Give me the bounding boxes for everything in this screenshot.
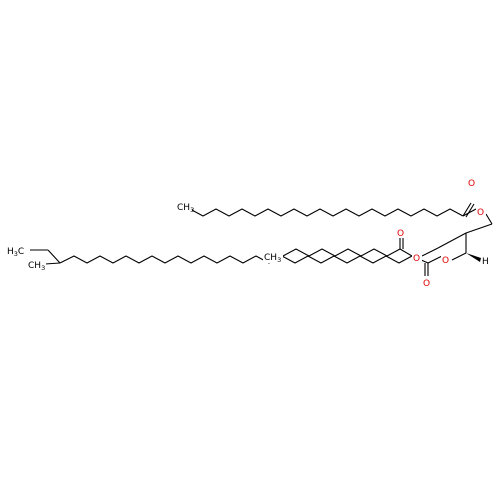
ester-oxygen-middle: O: [413, 254, 420, 264]
stereo-wedge: [466, 253, 481, 262]
methyl-group-middle: CH3: [264, 253, 281, 264]
bottom-acyl-chain: [30, 249, 443, 276]
ester-oxygen-top: O: [477, 208, 484, 218]
middle-acyl-chain: [282, 236, 439, 257]
ester-oxygen-bottom: O: [442, 256, 449, 266]
top-acyl-chain: [189, 202, 493, 225]
methyl-group-bottom-terminal: H3C: [7, 247, 24, 258]
methyl-group-bottom-branch: CH3: [28, 261, 45, 272]
stereo-hydrogen: H: [482, 257, 489, 267]
methyl-group-top: CH3: [177, 203, 194, 214]
glycerol-backbone: [437, 223, 493, 262]
carbonyl-oxygen-top: O: [468, 179, 475, 189]
carbonyl-oxygen-bottom: O: [423, 279, 430, 289]
carbonyl-oxygen-middle: O: [397, 229, 404, 239]
atom-labels: O O O O O O H CH3 CH3 H3C CH3: [6, 176, 489, 289]
